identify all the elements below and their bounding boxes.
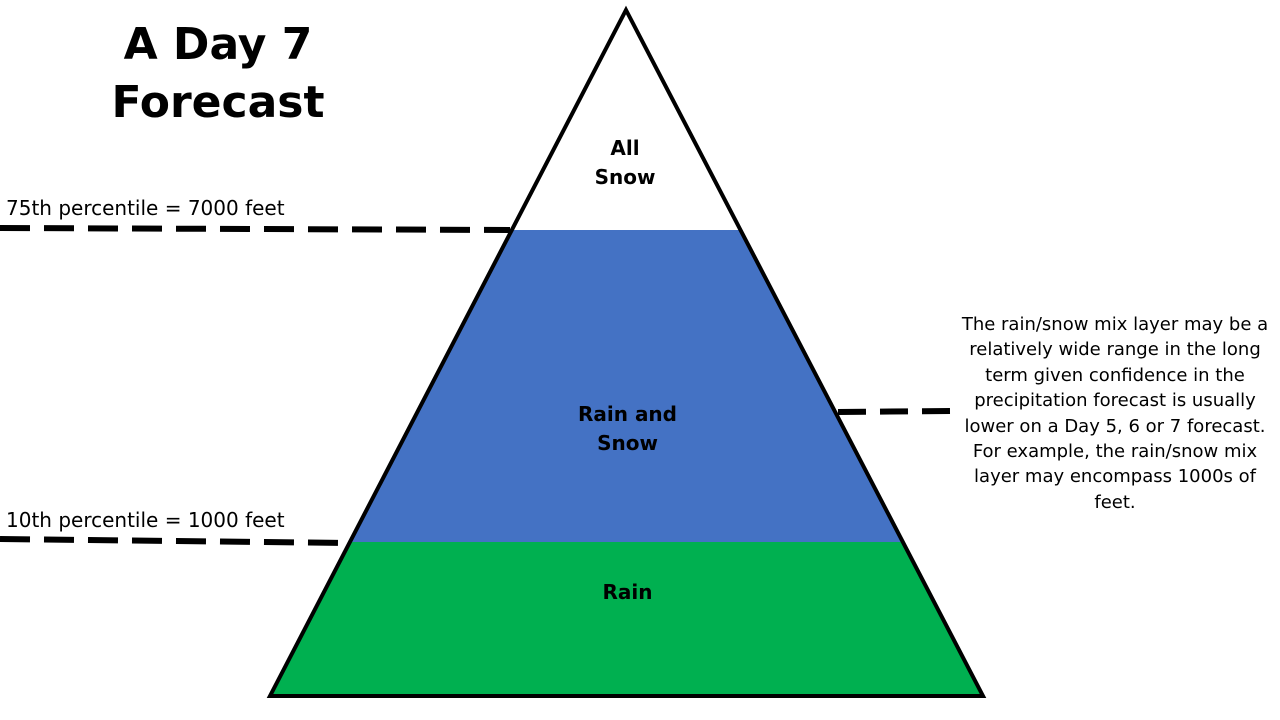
page-title: A Day 7 Forecast [88, 16, 348, 132]
title-line-1: A Day 7 [123, 19, 313, 70]
mix-label-line-2: Snow [597, 431, 658, 455]
snow-label-line-2: Snow [594, 165, 656, 189]
snow-label-line-1: All [610, 136, 640, 160]
snow-layer-label: All Snow [560, 134, 690, 192]
rain-layer [270, 542, 983, 696]
p10-label: 10th percentile = 1000 feet [6, 508, 285, 532]
rain-label-line-1: Rain [602, 580, 653, 604]
mix-layer-note: The rain/snow mix layer may be a relativ… [961, 314, 1269, 513]
pyramid-outline [266, 5, 987, 698]
mix-layer-label: Rain and Snow [540, 400, 715, 458]
title-line-2: Forecast [111, 77, 325, 128]
snow-layer [512, 10, 741, 230]
p75-dashed-line [0, 225, 511, 233]
mix-label-line-1: Rain and [577, 402, 677, 426]
note-dashed-line [837, 408, 953, 415]
p10-dashed-line [0, 536, 350, 546]
rain-layer-label: Rain [560, 578, 695, 607]
rain-snow-mix-layer [351, 230, 903, 542]
p75-label: 75th percentile = 7000 feet [6, 196, 285, 220]
